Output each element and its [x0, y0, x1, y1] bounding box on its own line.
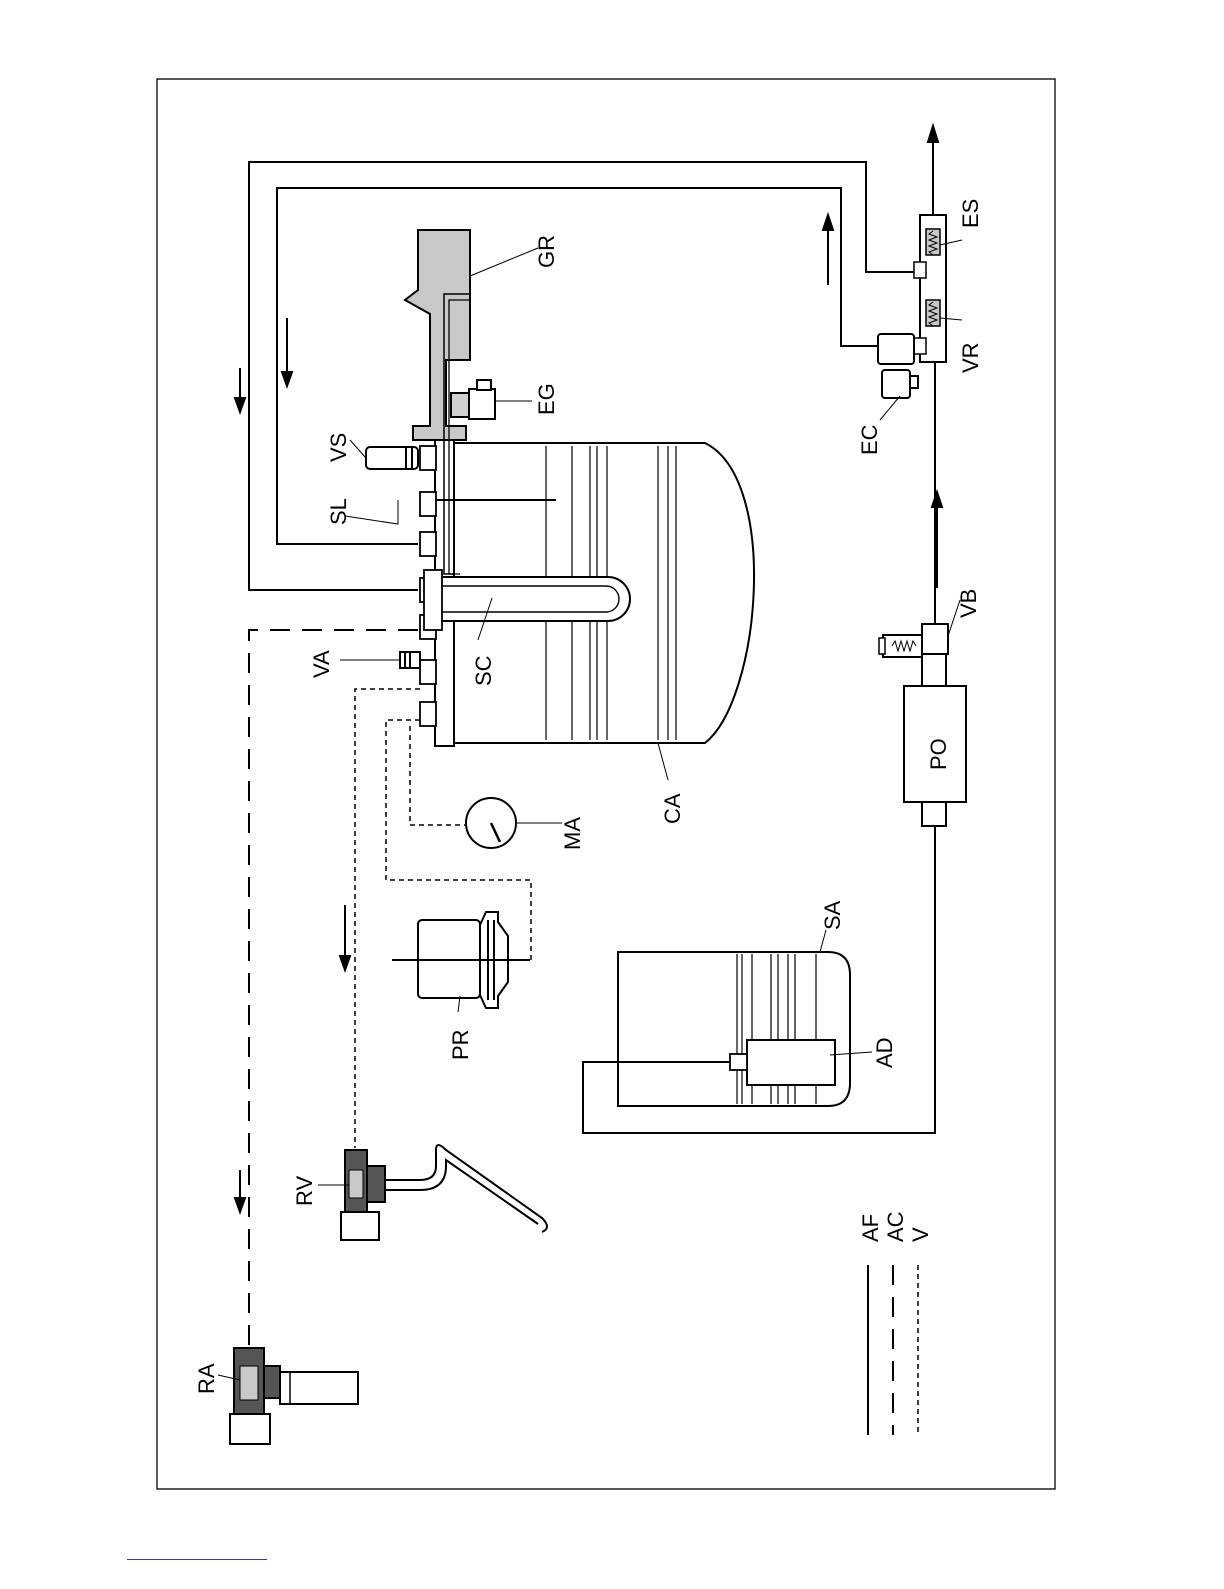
label-rv: RV — [292, 1176, 317, 1206]
solenoid-eg — [451, 380, 495, 419]
tap-ra — [230, 1348, 358, 1444]
label-es: ES — [958, 199, 983, 228]
label-ra: RA — [194, 1363, 219, 1394]
label-po: PO — [926, 738, 951, 770]
valve-vb — [879, 624, 948, 657]
label-vb: VB — [956, 589, 981, 618]
gauge-ma — [466, 798, 516, 848]
ac-pipe — [249, 630, 418, 1345]
solenoid-ec — [878, 334, 918, 398]
valve-va — [400, 652, 420, 668]
pressurestat-pr — [392, 912, 530, 1008]
label-sc: SC — [471, 655, 496, 686]
label-ec: EC — [857, 424, 882, 455]
boiler-ca — [420, 426, 754, 746]
label-ad: AD — [872, 1037, 897, 1068]
legend: AF AC V — [858, 1211, 933, 1435]
label-ca: CA — [660, 793, 685, 824]
leader-lines — [218, 240, 962, 1380]
legend-label-ac: AC — [883, 1211, 908, 1242]
label-pr: PR — [448, 1029, 473, 1060]
label-sa: SA — [820, 900, 845, 930]
footer-separator — [127, 1559, 267, 1560]
v-pipes — [355, 689, 531, 1148]
label-gr: GR — [534, 235, 559, 268]
label-sl: SL — [326, 498, 351, 525]
tap-rv — [341, 1145, 547, 1240]
tank-sa — [618, 952, 850, 1106]
label-vs: VS — [326, 433, 351, 462]
legend-label-v: V — [908, 1227, 933, 1242]
label-ma: MA — [560, 817, 585, 850]
valve-vs — [366, 447, 418, 469]
label-eg: EG — [534, 383, 559, 415]
label-vr: VR — [958, 342, 983, 373]
legend-label-af: AF — [858, 1214, 883, 1242]
label-va: VA — [309, 650, 334, 678]
